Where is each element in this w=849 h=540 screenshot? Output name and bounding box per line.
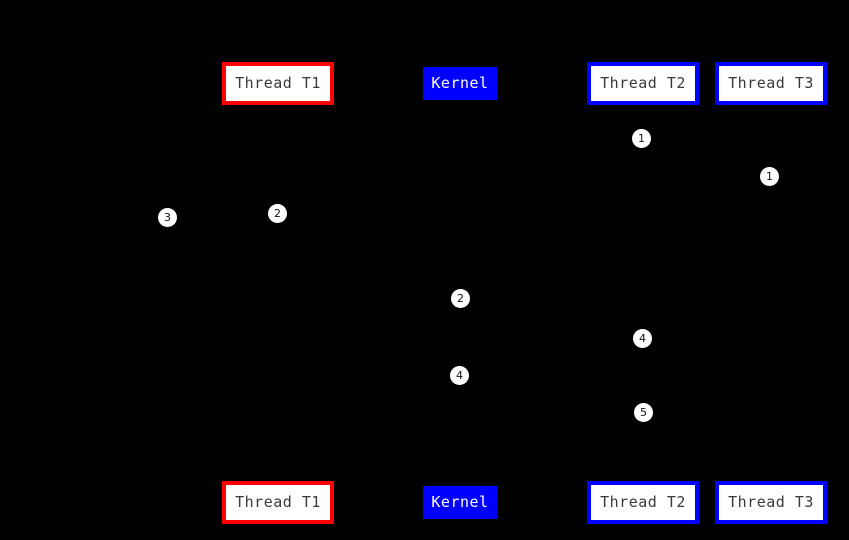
participant-label-t1: Thread T1 <box>235 74 321 92</box>
step-badge-number: 4 <box>456 369 463 382</box>
message-arrow-3 <box>180 228 278 229</box>
message-arrow-6 <box>278 387 460 388</box>
step-badge-number: 2 <box>274 207 281 220</box>
message-arrow-1 <box>643 150 771 151</box>
participant-header-kernel[interactable]: Kernel <box>423 67 497 100</box>
message-arrow-7 <box>460 424 643 425</box>
message-arrow-5 <box>460 350 643 351</box>
step-badge-number: 2 <box>457 292 464 305</box>
lifeline-nub-t3-header <box>770 105 773 110</box>
message-arrow-4 <box>278 310 460 311</box>
participant-footer-kernel[interactable]: Kernel <box>423 486 497 519</box>
participant-footer-label-t3: Thread T3 <box>728 493 814 511</box>
step-badge-number: 4 <box>639 332 646 345</box>
step-badge[interactable]: 4 <box>450 366 469 385</box>
lifeline-nub-t3-footer <box>770 476 773 481</box>
participant-header-t2[interactable]: Thread T2 <box>587 62 699 105</box>
activation-bar-kernel <box>456 260 466 412</box>
step-badge-number: 1 <box>638 132 645 145</box>
participant-label-t3: Thread T3 <box>728 74 814 92</box>
participant-label-t2: Thread T2 <box>600 74 686 92</box>
step-badge[interactable]: 1 <box>632 129 651 148</box>
step-badge-number: 1 <box>766 170 773 183</box>
step-badge[interactable]: 2 <box>451 289 470 308</box>
lifeline-nub-t2-header <box>642 105 645 110</box>
participant-footer-t2[interactable]: Thread T2 <box>587 481 699 524</box>
step-badge-number: 5 <box>640 406 647 419</box>
step-badge[interactable]: 5 <box>634 403 653 422</box>
step-badge[interactable]: 3 <box>158 208 177 227</box>
step-badge[interactable]: 4 <box>633 329 652 348</box>
participant-footer-label-t2: Thread T2 <box>600 493 686 511</box>
participant-header-t3[interactable]: Thread T3 <box>715 62 827 105</box>
participant-header-t1[interactable]: Thread T1 <box>222 62 334 105</box>
lifeline-nub-t1-header <box>277 105 280 110</box>
step-badge-number: 3 <box>164 211 171 224</box>
activation-bar-t3 <box>767 168 777 430</box>
step-badge[interactable]: 1 <box>760 167 779 186</box>
lifeline-nub-t1-footer <box>277 476 280 481</box>
participant-label-kernel: Kernel <box>431 74 489 92</box>
participant-footer-t3[interactable]: Thread T3 <box>715 481 827 524</box>
activation-bar-t2 <box>639 130 649 432</box>
activation-bar-t1 <box>274 150 284 452</box>
participant-footer-t1[interactable]: Thread T1 <box>222 481 334 524</box>
participant-footer-label-t1: Thread T1 <box>235 493 321 511</box>
message-arrow-2 <box>278 225 643 226</box>
participant-footer-label-kernel: Kernel <box>431 493 489 511</box>
lifeline-nub-t2-footer <box>642 476 645 481</box>
step-badge[interactable]: 2 <box>268 204 287 223</box>
